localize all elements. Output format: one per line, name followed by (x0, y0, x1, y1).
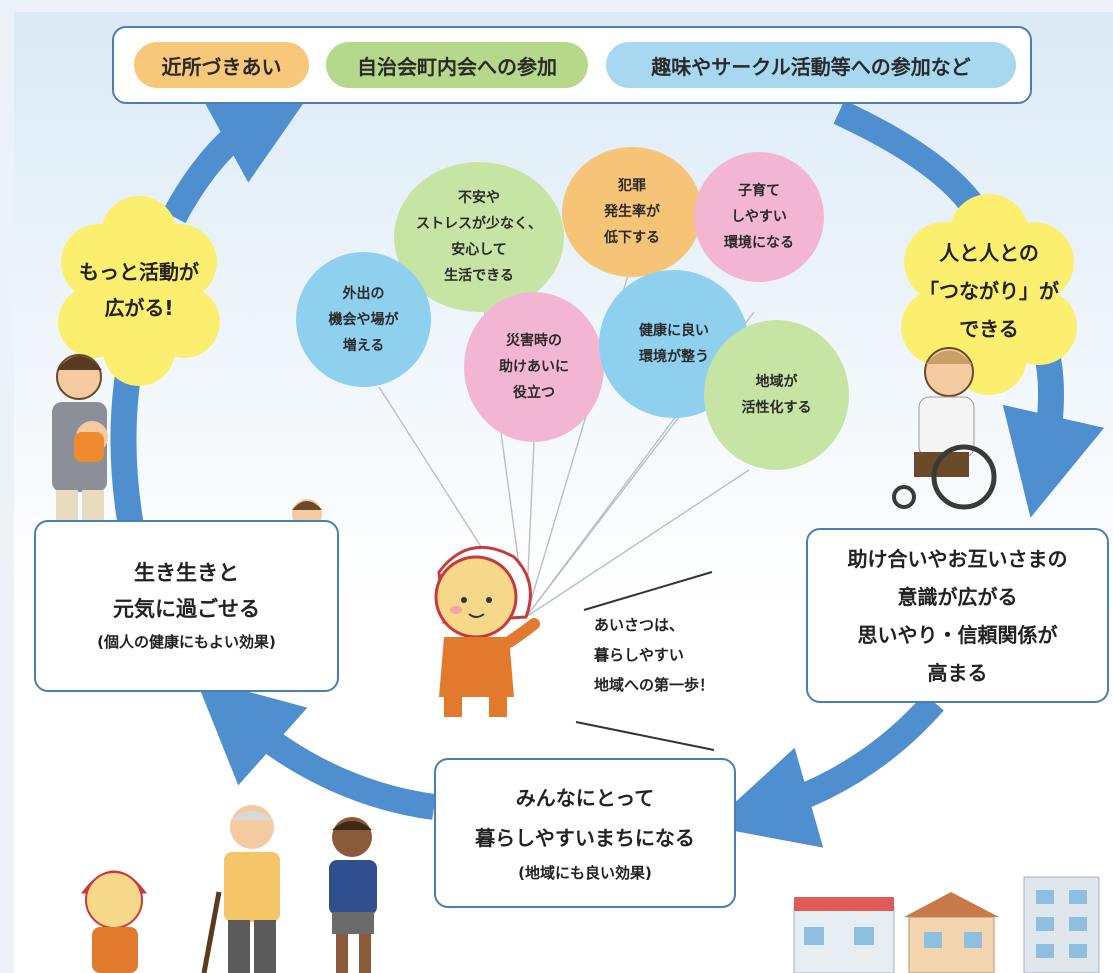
pill-neighborhood-association: 自治会町内会への参加 (326, 42, 588, 88)
cycle-arrow-bottom-left (195, 677, 436, 820)
balloon-more-outings: 外出の 機会や場が 増える (296, 252, 431, 387)
cloud-more-activity (58, 196, 220, 386)
box-lively-health-title: 生き生きと 元気に過ごせる (113, 561, 260, 621)
pill-hobbies-circles: 趣味やサークル活動等への参加など (606, 42, 1016, 88)
cloud-connections-text: 人と人との 「つながり」が できる (919, 241, 1059, 341)
pill-neighborhood: 近所づきあい (134, 42, 309, 88)
mascot-character (434, 545, 540, 717)
box-mutual-help-text: 助け合いやお互いさまの 意識が広がる 思いやり・信頼関係が 高まる (847, 546, 1068, 685)
greeting-speech: あいさつは、 暮らしやすい 地域への第一歩！ (594, 616, 715, 694)
elderly-man-illustration (201, 805, 280, 973)
mascot-small-illustration (80, 870, 148, 973)
balloon-disaster-help: 災害時の 助けあいに 役立つ (464, 292, 604, 442)
cycle-graphics (52, 87, 1105, 973)
cycle-arrow-bottom-right (709, 693, 944, 848)
box-livable-town-title: みんなにとって 暮らしやすいまちになる (475, 786, 695, 850)
buildings-illustration (793, 876, 1100, 973)
box-lively-health: 生き生きと 元気に過ごせる (個人の健康にもよい効果) (34, 520, 339, 692)
student-illustration (329, 817, 377, 973)
wheelchair-user-illustration (892, 347, 997, 510)
speech-line-bottom (575, 721, 715, 751)
cloud-more-activity-text: もっと活動が 広がる! (79, 260, 199, 320)
box-livable-town-note: (地域にも良い効果) (518, 864, 652, 882)
balloon-community-vitality: 地域が 活性化する (704, 320, 849, 470)
diagram-canvas: 近所づきあい 自治会町内会への参加 趣味やサークル活動等への参加など もっと活動… (14, 12, 1113, 973)
box-mutual-help: 助け合いやお互いさまの 意識が広がる 思いやり・信頼関係が 高まる (806, 528, 1109, 703)
cycle-arrow-top-left (162, 87, 315, 224)
balloon-crime-reduction: 犯罪 発生率が 低下する (562, 147, 702, 277)
box-livable-town: みんなにとって 暮らしやすいまちになる (地域にも良い効果) (434, 758, 736, 908)
box-lively-health-note: (個人の健康にもよい効果) (97, 633, 276, 651)
balloon-easy-childrearing: 子育て しやすい 環境になる (694, 152, 824, 282)
speech-line-top (583, 571, 713, 611)
